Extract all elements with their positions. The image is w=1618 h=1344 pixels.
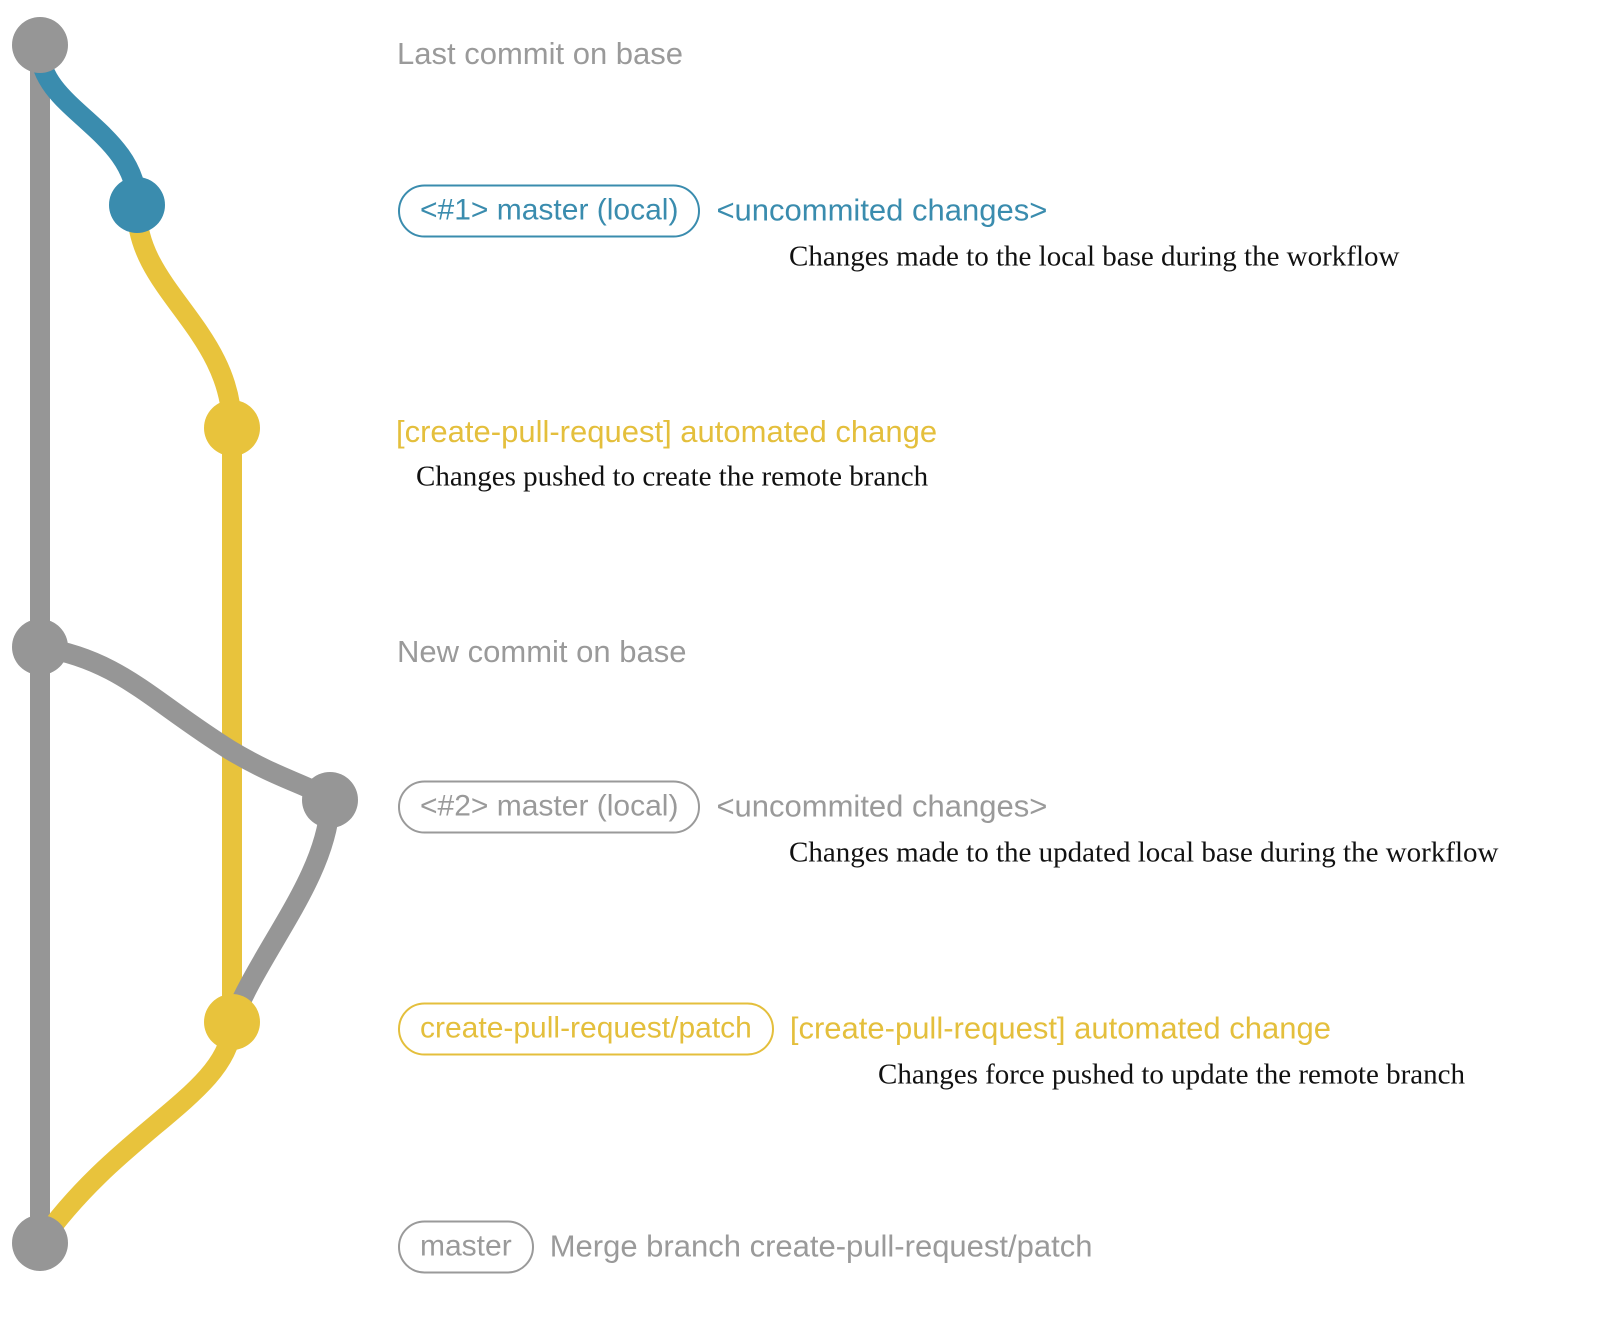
edge-automated-change-2-to-merge xyxy=(30,1018,242,1253)
commit-subject: <uncommited changes> xyxy=(716,788,1048,824)
node-automated-change-2 xyxy=(204,994,260,1050)
commit-subject: Last commit on base xyxy=(397,35,684,71)
node-local-master-1 xyxy=(109,177,165,233)
commit-subject: New commit on base xyxy=(397,633,687,669)
branch-badge-create-pull-request-patch[interactable]: create-pull-request/patch xyxy=(398,1002,774,1056)
commit-row-new-commit-on-base: New commit on base xyxy=(397,633,687,669)
commit-description: Changes pushed to create the remote bran… xyxy=(416,460,929,493)
commit-description: Changes made to the updated local base d… xyxy=(789,836,1499,869)
commit-subject: Merge branch create-pull-request/patch xyxy=(549,1228,1093,1264)
commit-row-automated-change-1: [create-pull-request] automated change xyxy=(396,413,938,449)
node-local-master-2 xyxy=(302,772,358,828)
commit-row-automated-change-2: create-pull-request/patch [create-pull-r… xyxy=(398,1002,1331,1056)
branch-badge-local-master-1[interactable]: <#1> master (local) xyxy=(398,184,701,238)
branch-badge-local-master-2[interactable]: <#2> master (local) xyxy=(398,780,701,834)
commit-description: Changes made to the local base during th… xyxy=(789,240,1400,273)
commit-subject: <uncommited changes> xyxy=(716,192,1048,228)
commit-graph xyxy=(12,17,358,1271)
node-base-new-commit xyxy=(12,619,68,675)
edge-base-to-local-master-2 xyxy=(30,637,340,810)
branch-badge-master[interactable]: master xyxy=(398,1220,534,1274)
edge-local-master-1-to-automated-change-1 xyxy=(127,200,242,438)
commit-description: Changes force pushed to update the remot… xyxy=(878,1058,1466,1091)
node-merge-master xyxy=(12,1215,68,1271)
commit-row-merge-master: master Merge branch create-pull-request/… xyxy=(398,1220,1093,1274)
commit-row-last-commit-on-base: Last commit on base xyxy=(397,35,684,71)
edge-local-master-2-to-automated-change-2 xyxy=(222,796,340,1032)
node-base-last-commit xyxy=(12,17,68,73)
commit-subject: [create-pull-request] automated change xyxy=(396,413,938,449)
commit-subject: [create-pull-request] automated change xyxy=(789,1010,1331,1046)
node-automated-change-1 xyxy=(204,400,260,456)
commit-nodes xyxy=(12,17,358,1271)
commit-row-local-master-1: <#1> master (local) <uncommited changes> xyxy=(398,184,1048,238)
commit-row-local-master-2: <#2> master (local) <uncommited changes> xyxy=(398,780,1048,834)
